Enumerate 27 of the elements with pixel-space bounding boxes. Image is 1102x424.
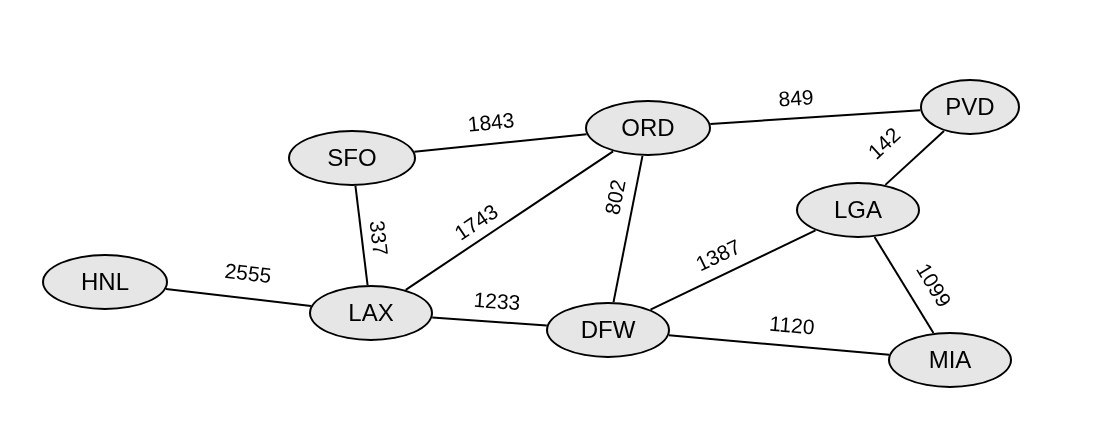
connector-line: [354, 184, 369, 287]
edge-label: 2555: [223, 259, 273, 287]
airport-code: HNL: [81, 268, 129, 296]
connector-line: [873, 236, 935, 334]
airport-code: SFO: [327, 144, 377, 172]
connector-line: [413, 133, 588, 153]
connector-line: [649, 229, 817, 311]
airport-code: ORD: [621, 114, 675, 142]
airport-code: LAX: [348, 299, 394, 327]
edge-label: 337: [366, 219, 392, 257]
edge-label: 1120: [768, 312, 816, 338]
airport-code: DFW: [580, 316, 636, 344]
edge-label: 802: [601, 177, 629, 217]
connector-line: [667, 334, 891, 356]
edge-label: 1387: [692, 235, 744, 275]
airport-code: LGA: [834, 196, 882, 224]
connector-line: [404, 150, 615, 291]
airport-code: MIA: [928, 346, 972, 374]
edge-label: 1233: [472, 288, 522, 314]
edge-label: 1843: [466, 109, 516, 135]
edge-label: 1743: [450, 200, 502, 244]
edge-label: 849: [777, 86, 815, 110]
connector-line: [612, 154, 644, 304]
connector-line: [709, 109, 922, 125]
airport-code: PVD: [945, 93, 995, 121]
connector-line: [431, 316, 548, 327]
edge-label: 142: [864, 123, 904, 163]
